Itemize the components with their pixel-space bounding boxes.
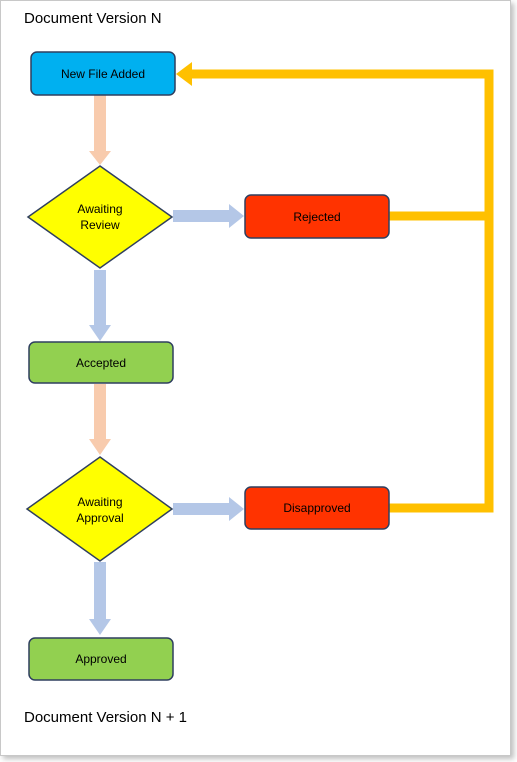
node-accepted: Accepted (28, 341, 174, 384)
node-approved: Approved (28, 637, 174, 681)
arrow-review-to-accepted (89, 270, 111, 341)
node-rejected-label: Rejected (293, 210, 340, 224)
node-approved-label: Approved (75, 652, 126, 666)
arrow-review-to-rejected (173, 204, 244, 228)
return-loop (176, 62, 494, 513)
node-rejected: Rejected (244, 194, 390, 239)
arrow-approval-to-approved (89, 562, 111, 635)
arrow-accepted-to-approval (89, 384, 111, 455)
node-awaiting-approval: Awaiting Approval (25, 456, 174, 562)
document-version-title: Document Version N (24, 10, 162, 27)
arrow-new-to-review (89, 95, 111, 165)
node-accepted-label: Accepted (76, 356, 126, 370)
node-awaiting-review: Awaiting Review (26, 165, 174, 269)
node-new-file-added: New File Added (30, 51, 176, 96)
return-loop-arrowhead (176, 62, 192, 86)
node-awaiting-approval-label-line1: Awaiting (77, 495, 122, 509)
node-awaiting-review-label-line1: Awaiting (77, 202, 122, 216)
node-disapproved: Disapproved (244, 486, 390, 530)
arrow-approval-to-disapproved (173, 497, 244, 521)
return-loop-from-disapproved (190, 69, 494, 513)
next-document-version-title: Document Version N + 1 (24, 709, 188, 726)
node-awaiting-review-label-line2: Review (80, 218, 120, 232)
node-awaiting-approval-label-line2: Approval (76, 511, 123, 525)
node-disapproved-label: Disapproved (283, 501, 350, 515)
node-new-file-added-label: New File Added (61, 67, 145, 81)
